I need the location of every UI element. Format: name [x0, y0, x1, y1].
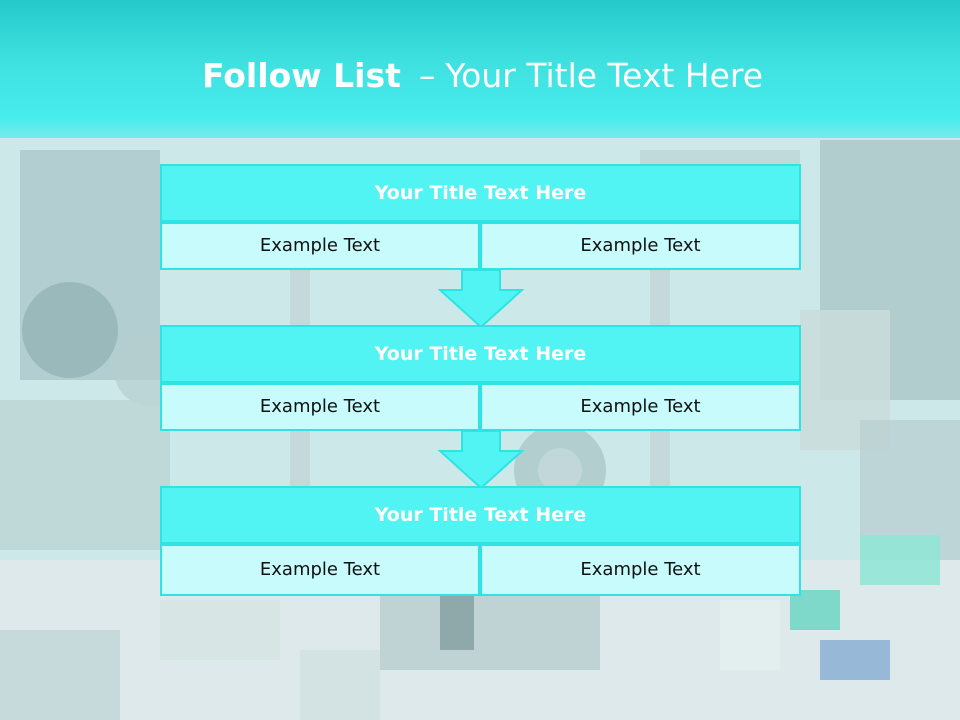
down-arrow-icon [438, 431, 524, 489]
title-dash: – [418, 56, 436, 95]
block-cell-left: Example Text [160, 383, 480, 431]
block-title: Your Title Text Here [160, 486, 801, 544]
block-cell-right: Example Text [480, 383, 801, 431]
down-arrow-icon [438, 270, 524, 328]
block-cell-left: Example Text [160, 222, 480, 270]
title-rest: Your Title Text Here [445, 56, 764, 95]
block-cell-right: Example Text [480, 222, 801, 270]
block-title: Your Title Text Here [160, 164, 801, 222]
block-cell-right: Example Text [480, 544, 801, 596]
block-cell-left: Example Text [160, 544, 480, 596]
block-title: Your Title Text Here [160, 325, 801, 383]
slide-title: Follow List–Your Title Text Here [202, 54, 763, 98]
title-bold: Follow List [202, 56, 401, 95]
header-band [0, 0, 960, 138]
